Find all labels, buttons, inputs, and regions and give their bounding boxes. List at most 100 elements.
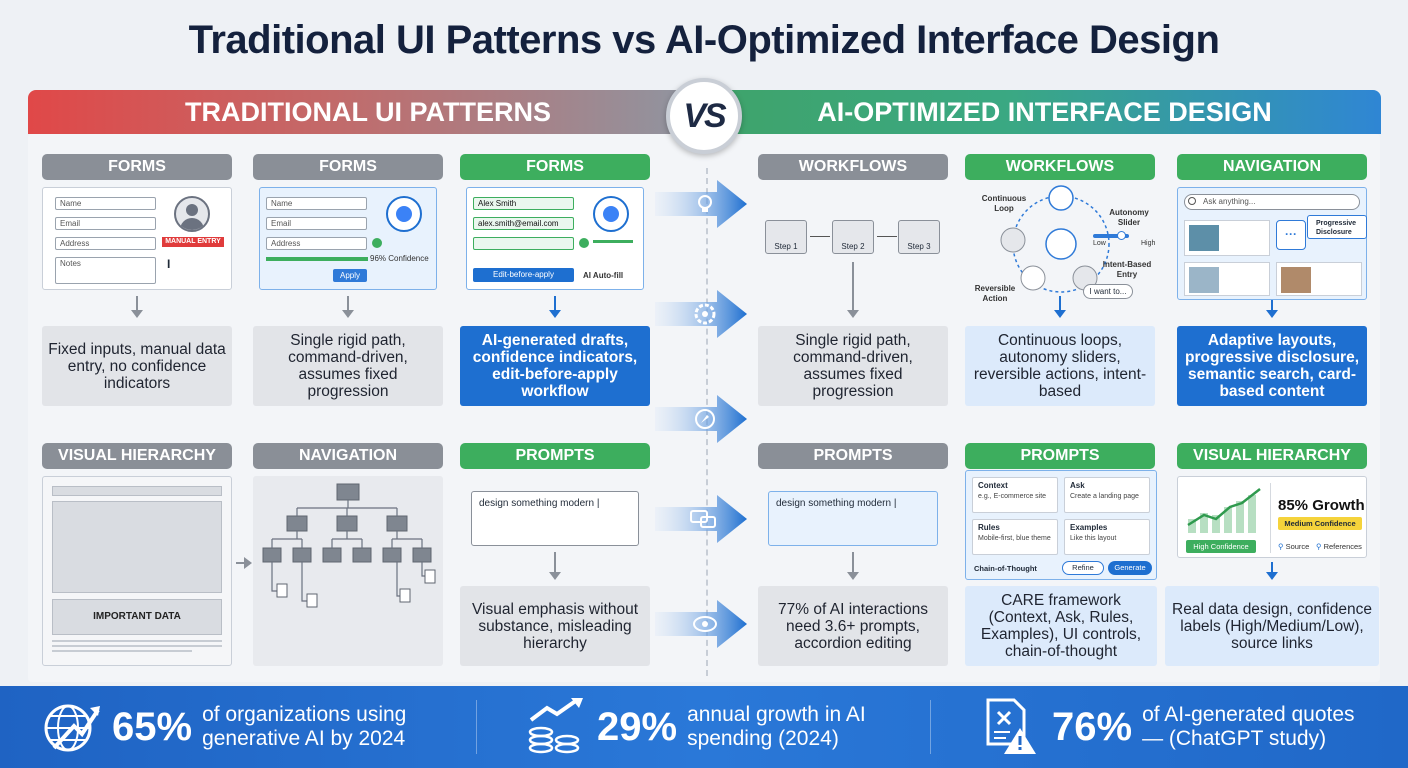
- edit-before-apply-button[interactable]: Edit-before-apply: [473, 268, 574, 282]
- examples-title: Examples: [1070, 523, 1108, 532]
- prompts-header-ai-2: PROMPTS: [965, 443, 1155, 469]
- growth-chart-icon: [1187, 488, 1261, 533]
- rules-box[interactable]: Rules Mobile-first, blue theme: [972, 519, 1058, 555]
- autonomy-slider[interactable]: [1093, 231, 1129, 240]
- ask-text: Create a landing page: [1070, 493, 1139, 500]
- email-field-filled[interactable]: alex.smith@email.com: [473, 217, 574, 230]
- forms-desc-3: AI-generated drafts, confidence indicato…: [460, 326, 650, 406]
- confidence-meter: [593, 240, 633, 243]
- document-warning-icon: [986, 698, 1036, 754]
- examples-box[interactable]: Examples Like this layout: [1064, 519, 1150, 555]
- stat-2-line2: spending (2024): [687, 727, 839, 750]
- forms-desc-1: Fixed inputs, manual data entry, no conf…: [42, 326, 232, 406]
- workflow-loop-diagram: Continuous Loop Autonomy Slider Low High…: [965, 182, 1157, 310]
- slider-high-label: High: [1141, 240, 1156, 247]
- prompts-header-ai-1: PROMPTS: [758, 443, 948, 469]
- workflows-header-2: WORKFLOWS: [965, 154, 1155, 180]
- globe-growth-icon: [44, 704, 100, 752]
- high-confidence-badge: High Confidence: [1186, 540, 1256, 553]
- stat-3: 76% of AI-generated quotes— (ChatGPT stu…: [980, 686, 1355, 768]
- check-icon: [579, 238, 589, 248]
- prompt-text: design something modern: [479, 498, 595, 509]
- workflows-header-1: WORKFLOWS: [758, 154, 948, 180]
- examples-text: Like this layout: [1070, 535, 1117, 542]
- arrow-compass: [655, 395, 747, 443]
- context-text: e.g., E-commerce site: [978, 493, 1047, 500]
- stat-1-line2: generative AI by 2024: [202, 727, 406, 750]
- coins-growth-icon: [528, 698, 583, 754]
- notes-field: Notes: [55, 257, 156, 284]
- ai-banner: AI-OPTIMIZED INTERFACE DESIGN: [708, 90, 1381, 134]
- visual-hierarchy-desc-ai: Real data design, confidence labels (Hig…: [1165, 586, 1379, 666]
- address-field: Address: [55, 237, 156, 250]
- visual-hierarchy-card-ai: High Confidence 85% Growth Medium Confid…: [1177, 476, 1367, 558]
- stat-3-value: 76%: [1052, 704, 1133, 749]
- name-field: Name: [266, 197, 367, 210]
- stat-separator-1: [476, 700, 477, 754]
- navigation-desc-ai: Adaptive layouts, progressive disclosure…: [1177, 326, 1367, 406]
- page-title: Traditional UI Patterns vs AI-Optimized …: [188, 18, 1220, 62]
- visual-hierarchy-card: IMPORTANT DATA: [42, 476, 232, 666]
- confidence-label: 96% Confidence: [370, 254, 429, 263]
- arrow-eye: [655, 600, 747, 648]
- check-icon: [372, 238, 382, 248]
- name-field-filled[interactable]: Alex Smith: [473, 197, 574, 210]
- navigation-card-ai: Ask anything... ··· Progressive Disclosu…: [1177, 187, 1367, 300]
- stat-separator-2: [930, 700, 931, 754]
- intent-bubble[interactable]: I want to...: [1083, 284, 1133, 299]
- ask-box[interactable]: Ask Create a landing page: [1064, 477, 1150, 513]
- context-title: Context: [978, 481, 1008, 490]
- workflows-desc-2: Continuous loops, autonomy sliders, reve…: [965, 326, 1155, 406]
- rules-title: Rules: [978, 523, 1000, 532]
- more-icon[interactable]: ···: [1276, 220, 1306, 250]
- forms-header-2: FORMS: [253, 154, 443, 180]
- forms-header-3: FORMS: [460, 154, 650, 180]
- intent-entry-label: Intent-Based Entry: [1102, 260, 1152, 279]
- forms-card-ai-draft: Alex Smith alex.smith@email.com Edit-bef…: [466, 187, 644, 290]
- stats-bar: [0, 686, 1408, 768]
- refine-button[interactable]: Refine: [1062, 561, 1104, 575]
- folder-tree-icon: [262, 483, 436, 608]
- generate-button[interactable]: Generate: [1108, 561, 1152, 575]
- arrow-gear: [655, 290, 747, 338]
- address-field-filled[interactable]: [473, 237, 574, 250]
- prompts-desc-ai-1: 77% of AI interactions need 3.6+ prompts…: [758, 586, 948, 666]
- apply-button[interactable]: Apply: [333, 269, 367, 282]
- forms-desc-2: Single rigid path, command-driven, assum…: [253, 326, 443, 406]
- stat-3-line2: — (ChatGPT study): [1142, 727, 1327, 750]
- visual-hierarchy-header: VISUAL HIERARCHY: [42, 443, 232, 469]
- step-2: Step 2: [832, 220, 874, 254]
- ai-autofill-label: AI Auto-fill: [583, 271, 624, 280]
- navigation-header: NAVIGATION: [253, 443, 443, 469]
- forms-header-1: FORMS: [42, 154, 232, 180]
- reversible-action-label: Reversible Action: [974, 284, 1016, 303]
- content-card-2[interactable]: [1184, 262, 1270, 296]
- source-link[interactable]: ⚲ Source: [1278, 542, 1310, 551]
- autonomy-slider-label: Autonomy Slider: [1109, 208, 1149, 227]
- email-field: Email: [55, 217, 156, 230]
- prompt-input-ai-1[interactable]: design something modern |: [768, 491, 938, 546]
- references-link[interactable]: ⚲ References: [1316, 542, 1362, 551]
- prompt-text: design something modern: [776, 498, 892, 509]
- prompts-desc-traditional: Visual emphasis without substance, misle…: [460, 586, 650, 666]
- content-card-3[interactable]: [1276, 262, 1362, 296]
- prompt-input-traditional[interactable]: design something modern |: [471, 491, 639, 546]
- content-card-1[interactable]: [1184, 220, 1270, 256]
- rules-text: Mobile-first, blue theme: [978, 535, 1051, 542]
- important-data-label: IMPORTANT DATA: [52, 599, 222, 635]
- arrow-chat: [655, 495, 747, 543]
- brain-icon: [593, 196, 629, 232]
- email-field: Email: [266, 217, 367, 230]
- forms-card-manual: Name Email Address Notes MANUAL ENTRY I: [42, 187, 232, 290]
- continuous-loop-label: Continuous Loop: [981, 194, 1027, 213]
- ask-title: Ask: [1070, 481, 1085, 490]
- stat-1-line1: of organizations using: [202, 703, 407, 726]
- semantic-search-input[interactable]: Ask anything...: [1184, 194, 1360, 210]
- slider-low-label: Low: [1093, 240, 1106, 247]
- stat-1-value: 65%: [112, 704, 193, 749]
- traditional-banner: TRADITIONAL UI PATTERNS: [28, 90, 708, 134]
- name-field: Name: [55, 197, 156, 210]
- search-icon: [1188, 197, 1196, 205]
- context-box[interactable]: Context e.g., E-commerce site: [972, 477, 1058, 513]
- vs-badge: VS: [666, 78, 742, 154]
